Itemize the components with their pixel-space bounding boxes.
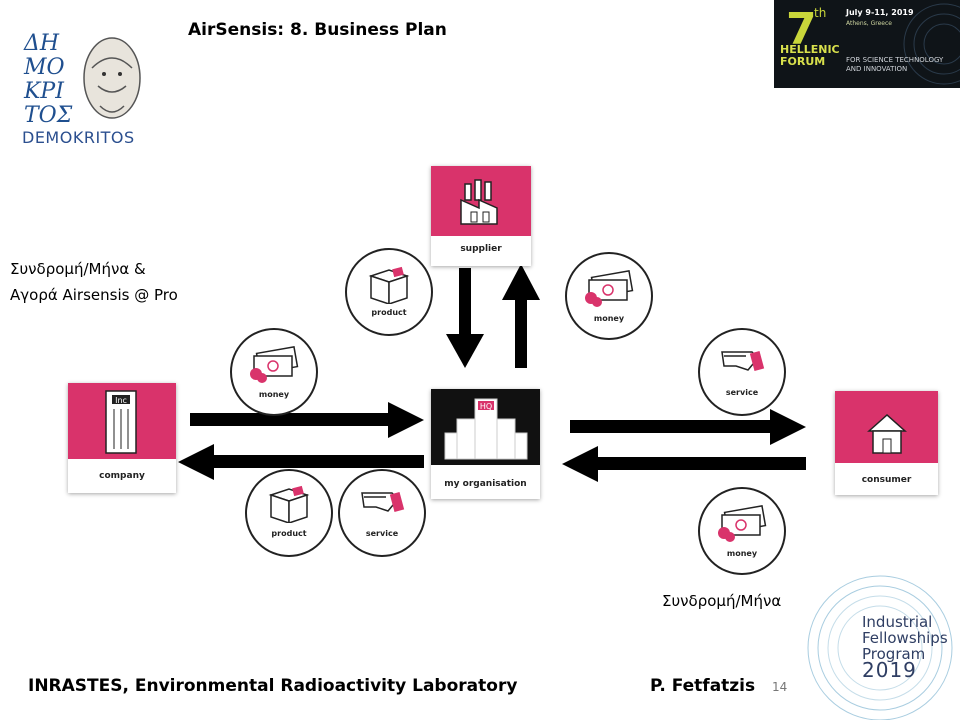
fellowships-rings — [807, 575, 953, 720]
house-icon — [867, 413, 907, 454]
money-label: money — [258, 390, 290, 399]
factory-icon — [460, 179, 498, 225]
consumer-node: consumer — [835, 391, 938, 495]
money-label: money — [593, 314, 625, 323]
fellowships-logo: Industrial Fellowships Program 2019 — [862, 613, 948, 682]
arrow-org-to-consumer — [570, 409, 806, 445]
product-flow-bottom: product — [245, 469, 333, 557]
cash-icon — [718, 504, 767, 542]
office-building-icon: Inc — [105, 390, 137, 454]
footer-lab: INRASTES, Environmental Radioactivity La… — [28, 676, 518, 696]
forum-name: HELLENIC FORUM — [780, 43, 840, 68]
money-flow-left: money — [230, 328, 318, 416]
my-organisation-node: HQ my organisation — [431, 389, 540, 499]
page-number: 14 — [772, 680, 788, 694]
slide-title: AirSensis: 8. Business Plan — [188, 20, 447, 40]
left-flow-label: Συνδρομή/Μήνα & Αγορά Airsensis @ Pro — [10, 260, 178, 304]
demokritos-wordmark: DEMOKRITOS — [22, 128, 135, 147]
demokritos-logo: ΔΗ ΜΟ ΚΡΙ ΤΟΣ — [20, 18, 145, 150]
arrow-org-to-company — [178, 444, 424, 480]
headquarters-icon: HQ — [444, 398, 528, 460]
arrow-company-to-org — [190, 402, 424, 438]
service-label: service — [365, 529, 399, 538]
company-node: Inc company — [68, 383, 176, 493]
svg-text:Inc: Inc — [115, 396, 127, 405]
product-label: product — [271, 529, 307, 538]
svg-text:ΔΗ: ΔΗ — [23, 31, 60, 56]
service-flow-bottom: service — [338, 469, 426, 557]
forum-city: Athens, Greece — [846, 20, 892, 27]
supplier-header — [431, 166, 531, 236]
serving-hand-icon — [721, 351, 765, 371]
forum-number: 7 — [786, 4, 817, 55]
arrow-org-to-supplier — [502, 264, 540, 368]
service-flow-right: service — [698, 328, 786, 416]
forum-suffix: th — [814, 6, 827, 20]
product-label: product — [371, 308, 407, 317]
box-icon — [368, 266, 410, 304]
forum-subtitle: FOR SCIENCE TECHNOLOGY AND INNOVATION — [846, 56, 944, 73]
serving-hand-icon — [361, 492, 405, 512]
svg-text:ΤΟΣ: ΤΟΣ — [24, 103, 73, 128]
product-flow-top: product — [345, 248, 433, 336]
my-organisation-label: my organisation — [444, 479, 527, 489]
cash-icon — [585, 269, 634, 307]
consumer-header — [835, 391, 938, 463]
arrow-consumer-to-org — [562, 446, 806, 482]
svg-text:HQ: HQ — [480, 402, 492, 411]
money-label: money — [726, 549, 758, 558]
supplier-label: supplier — [460, 244, 502, 254]
consumer-label: consumer — [861, 475, 912, 485]
supplier-node: supplier — [431, 166, 531, 266]
company-header: Inc — [68, 383, 176, 459]
company-label: company — [99, 471, 145, 481]
footer-author: P. Fetfatzis — [650, 676, 756, 696]
svg-text:ΚΡΙ: ΚΡΙ — [23, 79, 65, 104]
money-flow-top: money — [565, 252, 653, 340]
right-flow-label: Συνδρομή/Μήνα — [662, 592, 782, 610]
hellenic-forum-logo: 7 th July 9-11, 2019 Athens, Greece HELL… — [774, 0, 960, 88]
box-icon — [268, 485, 310, 523]
svg-text:ΜΟ: ΜΟ — [23, 55, 65, 80]
arrow-supplier-to-org — [446, 268, 484, 368]
service-label: service — [725, 388, 759, 397]
cash-icon — [250, 345, 299, 383]
forum-dates: July 9-11, 2019 — [846, 8, 914, 17]
my-organisation-header: HQ — [431, 389, 540, 465]
money-flow-right: money — [698, 487, 786, 575]
